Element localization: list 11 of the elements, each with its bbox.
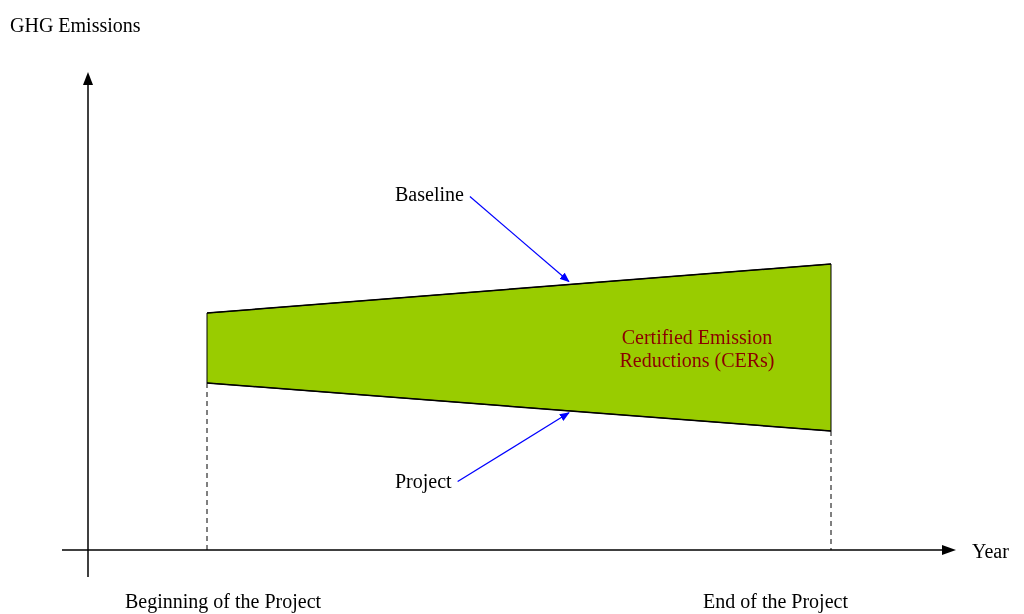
emission-line — [206, 382, 832, 432]
line-label: Project — [395, 470, 452, 493]
axis-label: End of the Project — [703, 590, 848, 613]
area-label: Certified Emission Reductions (CERs) — [618, 326, 776, 372]
axis-title: Year — [972, 540, 1009, 563]
emission-line — [206, 263, 832, 314]
axis-title: GHG Emissions — [10, 14, 141, 37]
line-label: Baseline — [395, 183, 464, 206]
leader-arrow — [469, 195, 570, 283]
axis-label: Beginning of the Project — [125, 590, 322, 613]
leader-arrow — [457, 412, 570, 483]
